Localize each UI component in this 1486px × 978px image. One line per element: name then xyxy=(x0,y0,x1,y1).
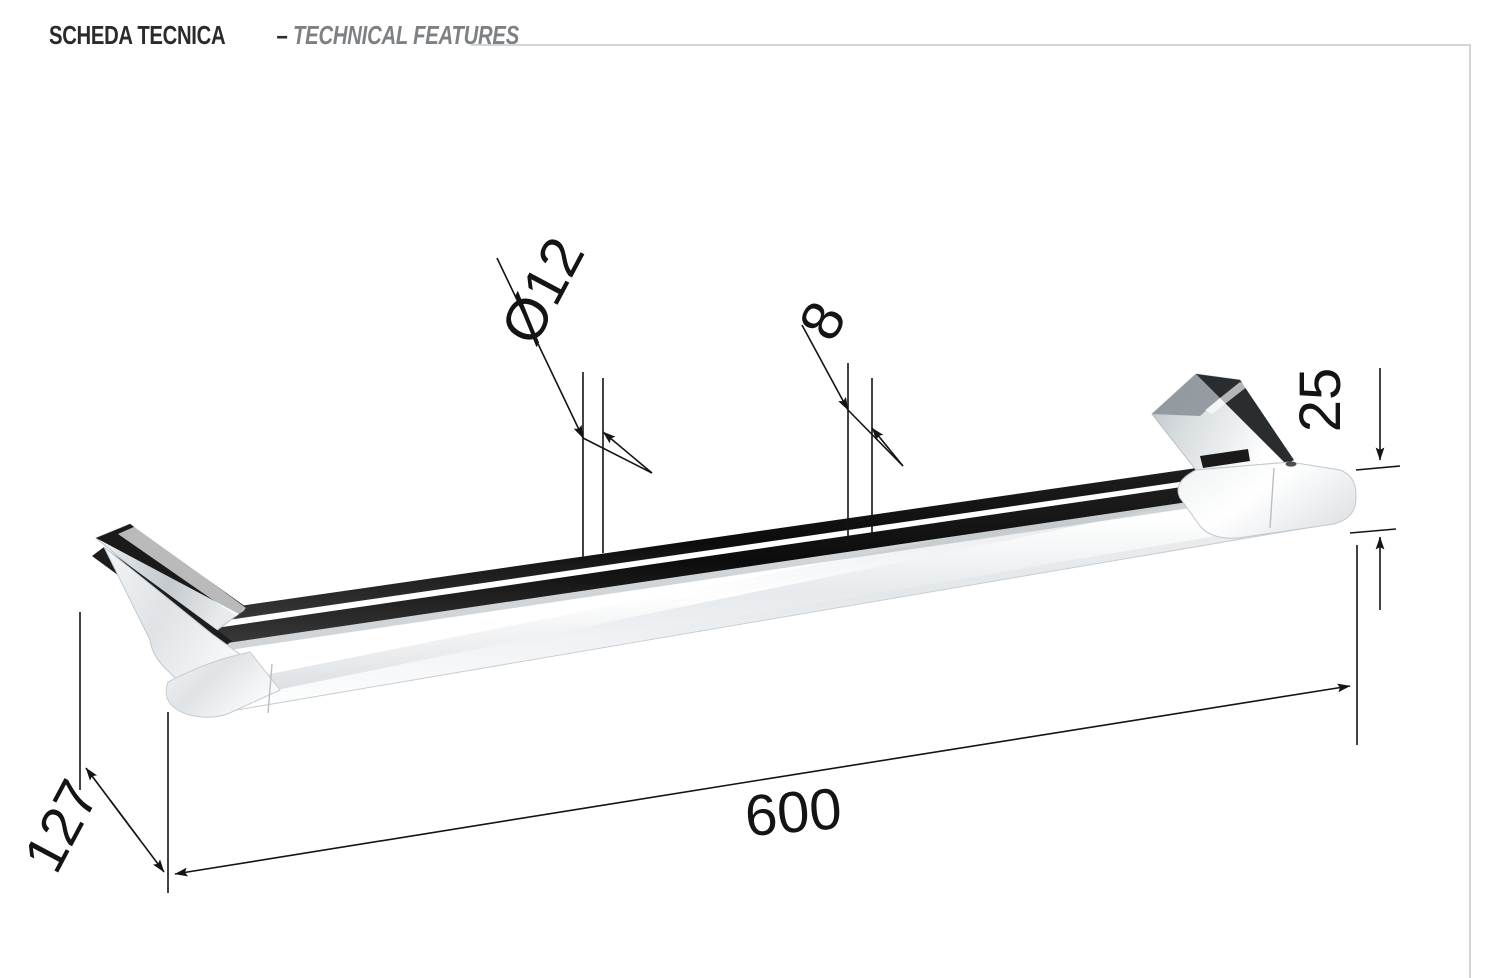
dimension-label-profile-height: 25 xyxy=(1288,368,1353,433)
rod-front-reflection xyxy=(214,492,1258,652)
dim-line-127-lower xyxy=(109,799,165,873)
bracket-left xyxy=(92,523,281,718)
leader-d12-lower xyxy=(602,431,653,474)
dimension-label-rod-gap: 8 xyxy=(787,291,860,350)
page-title-italian: SCHEDA TECNICA xyxy=(49,20,226,50)
rod-front xyxy=(209,477,1256,645)
bracket-left-bevel xyxy=(118,526,246,616)
dimension-profile-height xyxy=(1349,368,1401,610)
dimension-projection xyxy=(79,612,165,873)
rail-rods xyxy=(205,461,1258,652)
rod-rear xyxy=(205,461,1250,623)
frame-border-right xyxy=(1469,44,1471,978)
rod-right-termination xyxy=(1200,449,1250,468)
dimension-label-rod-diameter: Ø12 xyxy=(488,227,597,354)
rail-main-body xyxy=(185,468,1353,714)
dim-line-600-to-right xyxy=(759,683,1351,781)
ext-tick-25-bottom xyxy=(1349,528,1397,534)
product-towel-rail xyxy=(92,373,1357,718)
rail-front-top-highlight xyxy=(190,468,1330,700)
rail-front-shadow xyxy=(200,518,1330,712)
dimension-label-projection: 127 xyxy=(11,770,110,882)
screw-hole-icon xyxy=(1285,461,1297,467)
rail-left-endcap xyxy=(165,651,281,718)
page-title-english: TECHNICAL FEATURES xyxy=(293,20,520,50)
bracket-right-edge-dark xyxy=(1196,374,1294,464)
dimension-rod-diameter xyxy=(496,257,653,560)
dimension-rod-gap xyxy=(801,324,904,545)
ext-tick-25-top xyxy=(1355,465,1401,471)
leader-d12-line xyxy=(582,437,653,474)
leader-8-line xyxy=(847,409,904,467)
dimension-overall-length xyxy=(167,545,1358,893)
rail-left-seam xyxy=(267,663,273,714)
header-divider-horizontal xyxy=(471,44,1471,46)
rod-gap-highlight xyxy=(207,472,1250,629)
page-title-separator: – xyxy=(276,20,288,50)
leader-8-upper xyxy=(801,324,849,411)
dim-line-600-to-left xyxy=(174,779,761,877)
bracket-right-bevel xyxy=(1205,382,1248,414)
bracket-right-body xyxy=(1177,461,1357,539)
dimension-label-overall-length: 600 xyxy=(742,776,844,849)
page-title: SCHEDA TECNICA –TECHNICAL FEATURES xyxy=(49,22,583,48)
leader-d12-upper xyxy=(496,257,584,439)
bracket-right xyxy=(1151,373,1357,539)
rail-right-seam xyxy=(1269,467,1275,529)
